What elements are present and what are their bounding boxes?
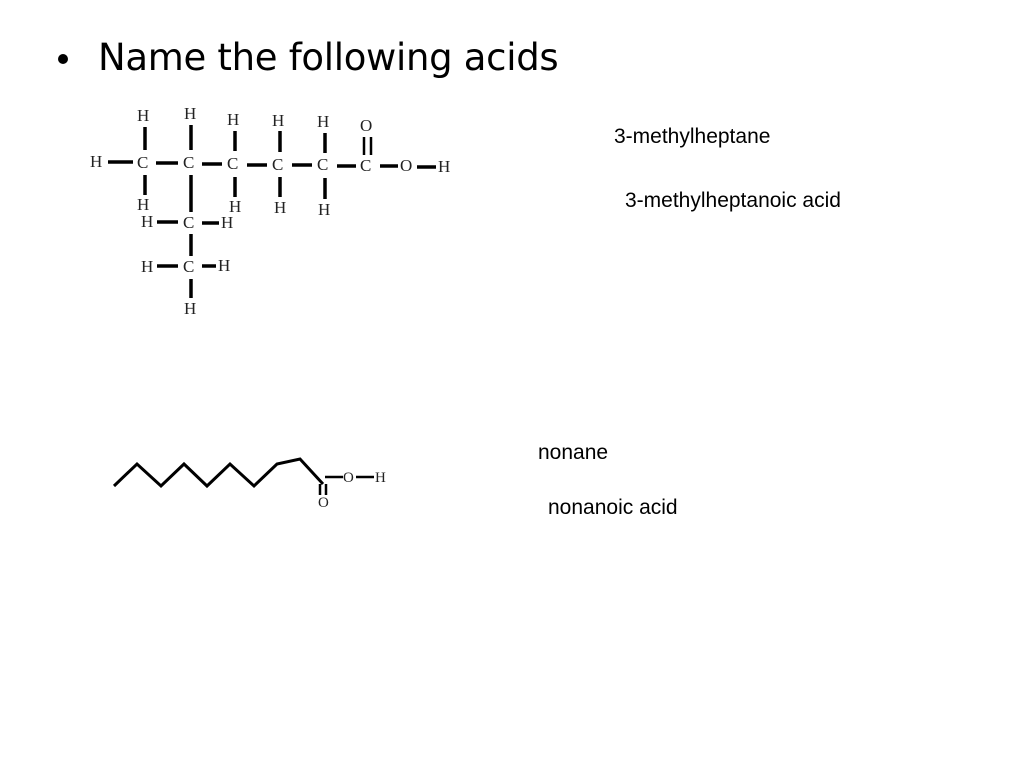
bullet-item: Name the following acids — [58, 36, 559, 79]
atom-c: C — [317, 155, 328, 174]
atom-h: H — [229, 197, 241, 216]
atom-h: H — [317, 112, 329, 131]
atom-h: H — [141, 257, 153, 276]
atom-h: H — [272, 111, 284, 130]
atom-h: H — [375, 470, 386, 486]
atom-o: O — [343, 470, 354, 486]
atom-c: C — [183, 213, 194, 232]
atom-h: H — [221, 213, 233, 232]
answer-acid-2: nonanoic acid — [548, 496, 678, 519]
atom-c: C — [227, 154, 238, 173]
atom-h: H — [137, 195, 149, 214]
bullet-dot-icon — [58, 53, 68, 64]
atom-o: O — [360, 116, 372, 135]
atom-c: C — [360, 156, 371, 175]
answer-alkane-2: nonane — [538, 441, 609, 464]
atom-h: H — [318, 200, 330, 219]
atom-h: H — [438, 157, 450, 176]
atom-o: O — [318, 495, 329, 511]
atom-h: H — [218, 256, 230, 275]
skeletal-formula-diagram: O O H — [112, 457, 386, 511]
atom-h: H — [137, 106, 149, 125]
atom-h: H — [141, 212, 153, 231]
atom-c: C — [183, 257, 194, 276]
atom-c: C — [272, 155, 283, 174]
atom-h: H — [274, 198, 286, 217]
atom-h: H — [90, 152, 102, 171]
slide-title: Name the following acids — [98, 36, 559, 79]
atom-c: C — [137, 153, 148, 172]
atom-o: O — [400, 156, 412, 175]
answer-alkane-1: 3-methylheptane — [614, 125, 771, 148]
atom-h: H — [227, 110, 239, 129]
atom-c: C — [183, 153, 194, 172]
atom-h: H — [184, 299, 196, 318]
answer-acid-1: 3-methylheptanoic acid — [625, 189, 841, 212]
atom-h: H — [184, 104, 196, 123]
